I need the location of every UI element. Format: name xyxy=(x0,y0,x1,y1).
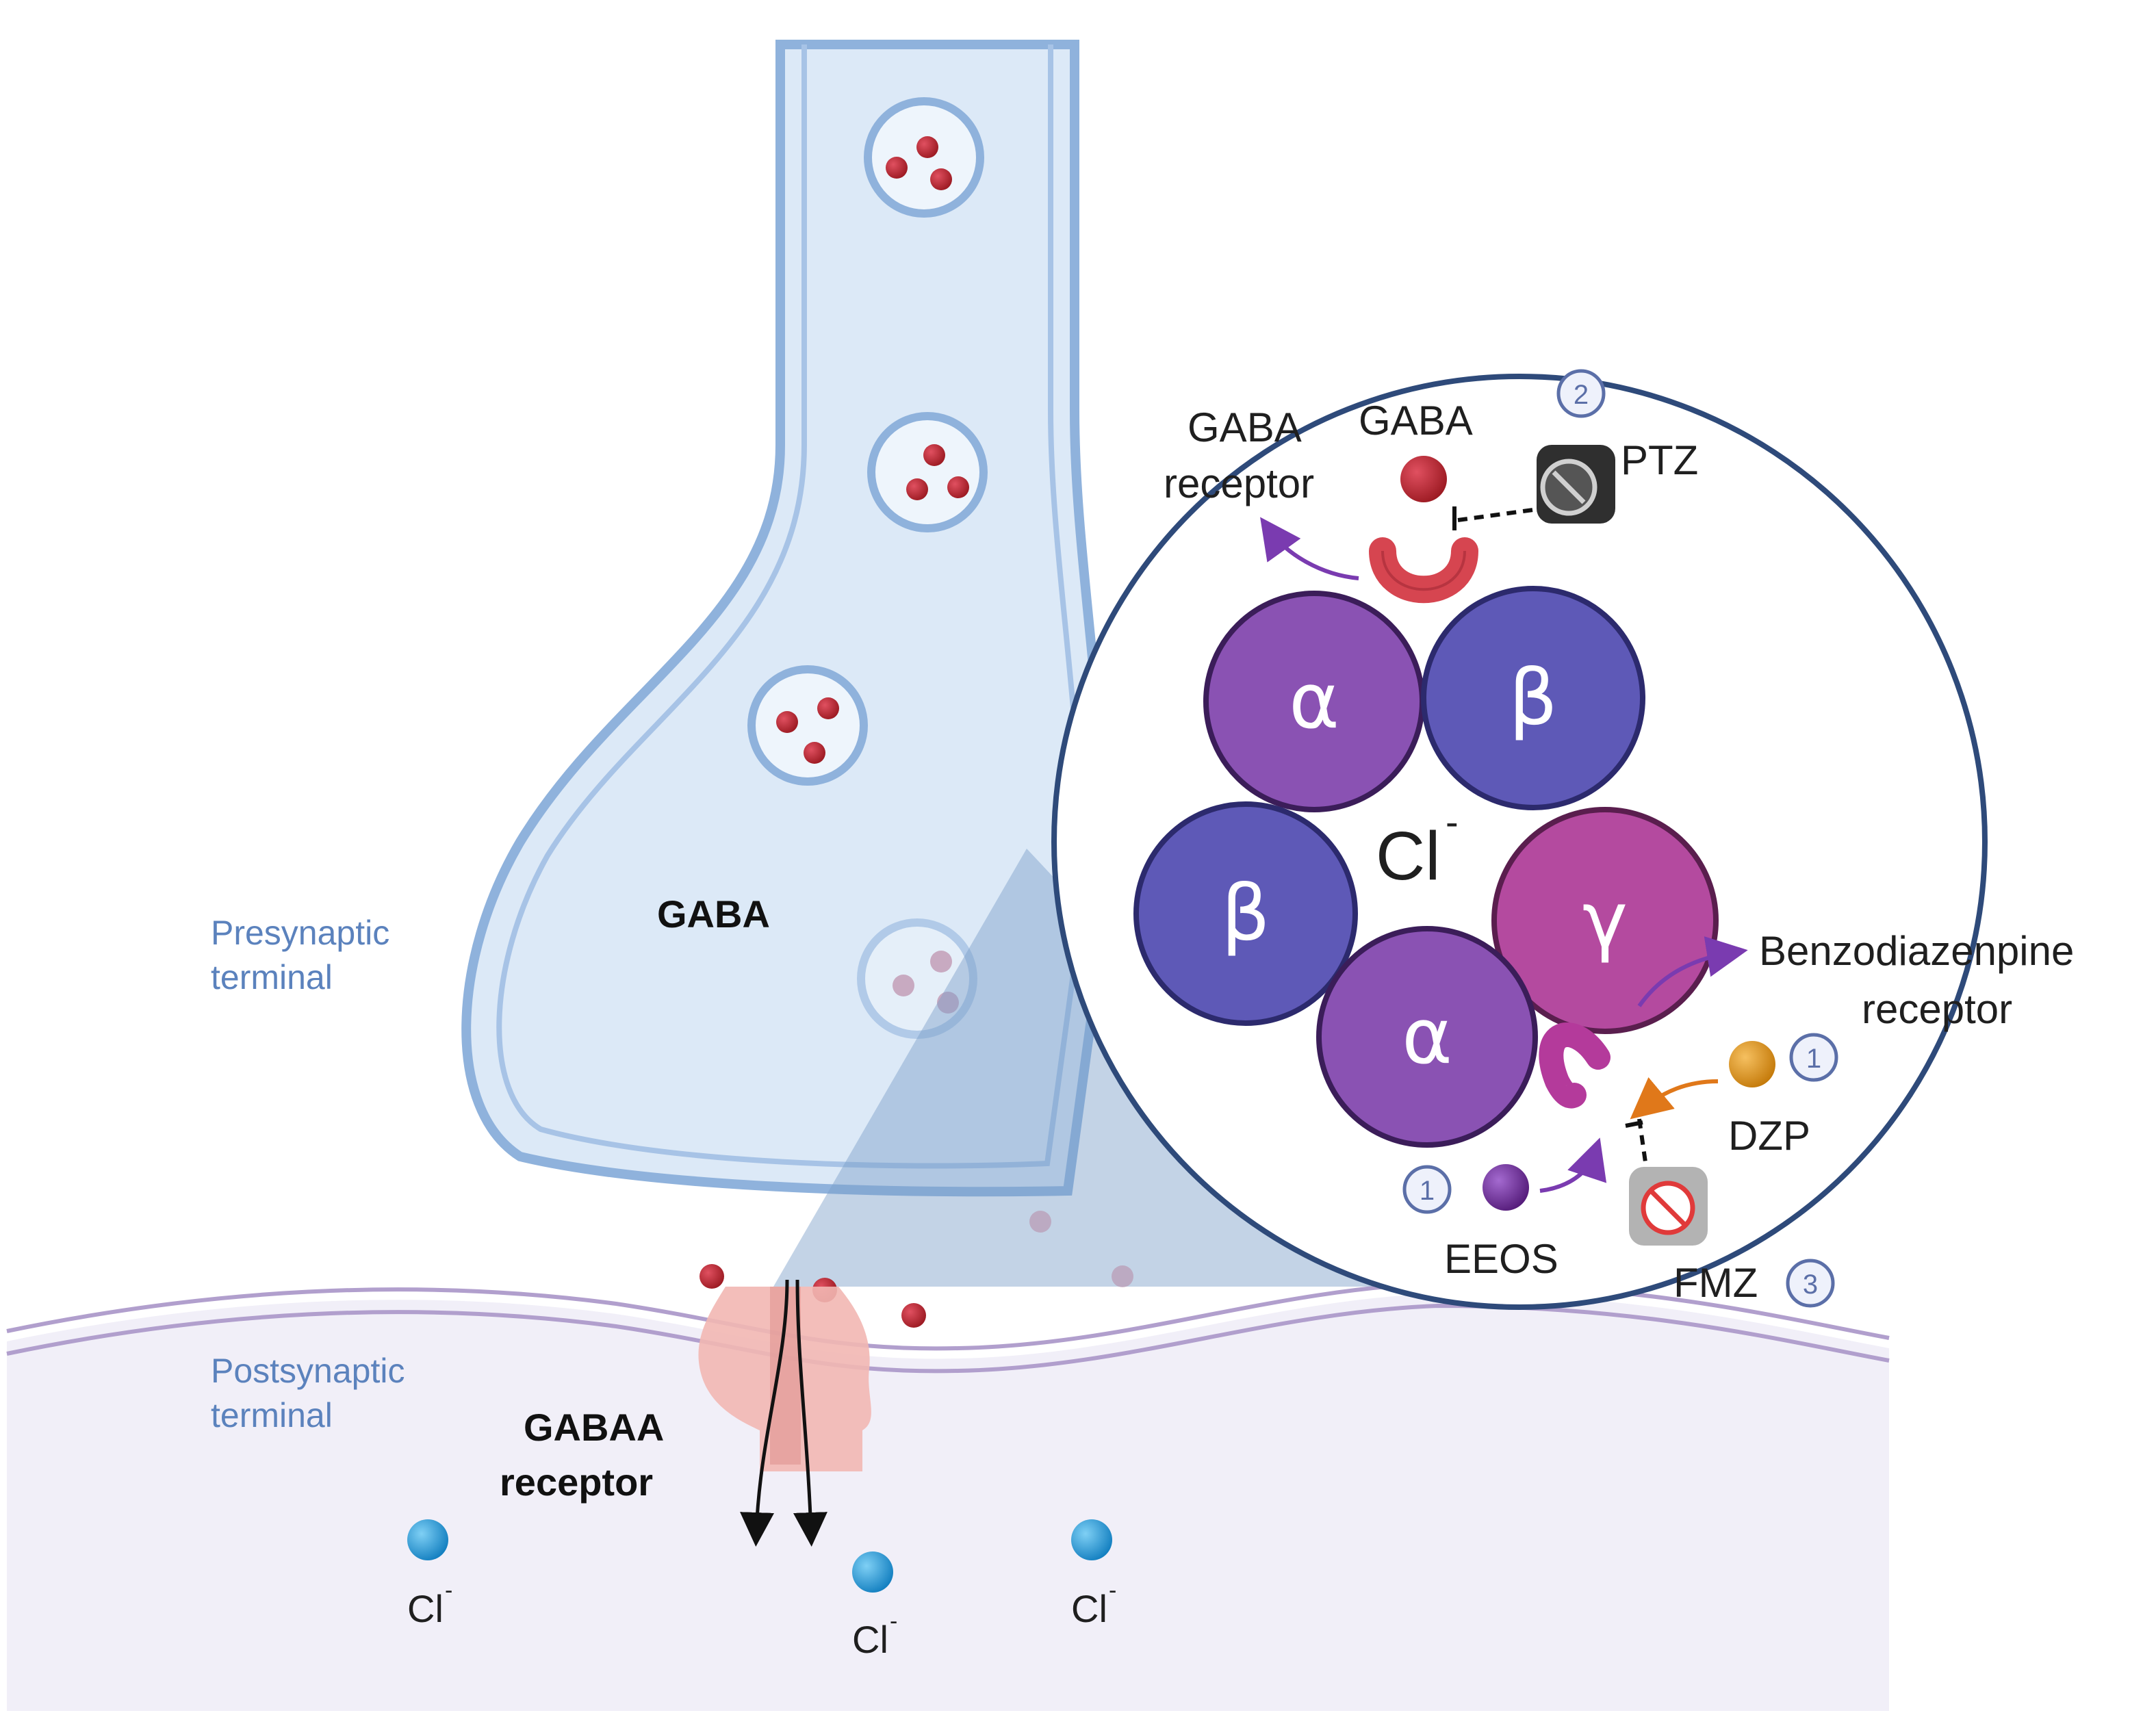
synaptic-vesicle-faded xyxy=(857,918,977,1039)
dzp-label: DZP xyxy=(1728,1113,1810,1159)
svg-text:2: 2 xyxy=(1574,380,1589,410)
chloride-ion: Cl - xyxy=(407,1519,452,1630)
svg-text:3: 3 xyxy=(1803,1270,1818,1300)
svg-text:1: 1 xyxy=(1806,1044,1821,1074)
presynaptic-label-2: terminal xyxy=(211,958,333,996)
beta-subunit-top: β xyxy=(1421,586,1645,810)
alpha-subunit-bottom: α xyxy=(1316,926,1538,1148)
center-chloride-sup: - xyxy=(1446,800,1459,843)
synaptic-vesicle xyxy=(867,412,988,532)
gaba-receptor-label: GABA xyxy=(1188,404,1302,450)
gaba-ligand xyxy=(1400,456,1447,502)
svg-text:-: - xyxy=(445,1577,452,1603)
synaptic-vesicle xyxy=(747,665,868,786)
postsynaptic-cell xyxy=(7,1293,1889,1711)
postsynaptic-membrane-inner xyxy=(6,1303,1890,1374)
dzp-ligand xyxy=(1729,1041,1775,1087)
gabaa-receptor-label-2: receptor xyxy=(500,1460,653,1504)
step-number-fmz: 3 xyxy=(1786,1259,1835,1308)
gamma-subunit: γ xyxy=(1491,807,1719,1034)
ptz-blocker-icon xyxy=(1537,445,1615,524)
gaba-ligand-label: GABA xyxy=(1359,398,1473,443)
gabaa-receptor-label: GABAA xyxy=(524,1406,664,1449)
postsynaptic-label-2: terminal xyxy=(211,1396,333,1434)
svg-text:α: α xyxy=(1402,992,1452,1081)
synaptic-vesicle xyxy=(864,97,984,218)
eeos-label: EEOS xyxy=(1444,1236,1558,1282)
chloride-ion: Cl - xyxy=(1071,1519,1116,1630)
step-number-ptz: 2 xyxy=(1556,369,1606,418)
ptz-label: PTZ xyxy=(1621,437,1698,483)
svg-text:β: β xyxy=(1509,654,1557,743)
eeos-ligand xyxy=(1483,1164,1529,1211)
svg-text:α: α xyxy=(1289,657,1339,746)
alpha-subunit-top: α xyxy=(1203,591,1425,812)
postsynaptic-label: Postsynaptic xyxy=(211,1352,405,1390)
gaba-receptor-label-2: receptor xyxy=(1164,461,1314,506)
presynaptic-terminal-inner xyxy=(496,44,1088,1169)
gaba-terminal-label: GABA xyxy=(657,892,770,936)
center-chloride-label: Cl xyxy=(1376,818,1440,894)
gaba-receptor-arrow xyxy=(1260,517,1359,580)
svg-text:β: β xyxy=(1221,869,1270,958)
svg-text:1: 1 xyxy=(1420,1176,1435,1206)
svg-text:Cl: Cl xyxy=(852,1618,888,1661)
svg-text:-: - xyxy=(1109,1577,1116,1603)
svg-text:Cl: Cl xyxy=(407,1587,444,1630)
benzodiazepine-arrow xyxy=(1637,936,1748,1007)
fmz-blocker-icon xyxy=(1629,1167,1708,1246)
presynaptic-label: Presynaptic xyxy=(211,914,389,952)
benzodiazepine-label: Benzodiazenpine xyxy=(1759,928,2074,974)
step-number-dzp: 1 xyxy=(1789,1033,1838,1082)
beta-subunit-left: β xyxy=(1133,801,1358,1026)
svg-text:-: - xyxy=(890,1608,897,1634)
gabaa-receptor-channel xyxy=(698,1279,871,1547)
step-number-eeos: 1 xyxy=(1402,1165,1452,1214)
zoom-view: α β β γ α Cl - xyxy=(1051,369,2074,1310)
chloride-ion: Cl - xyxy=(852,1551,897,1661)
svg-text:Cl: Cl xyxy=(1071,1587,1107,1630)
svg-text:γ: γ xyxy=(1582,876,1628,965)
benzodiazepine-binding-site xyxy=(1539,1022,1610,1109)
benzodiazepine-label-2: receptor xyxy=(1862,986,2012,1032)
fmz-label: FMZ xyxy=(1673,1260,1758,1306)
